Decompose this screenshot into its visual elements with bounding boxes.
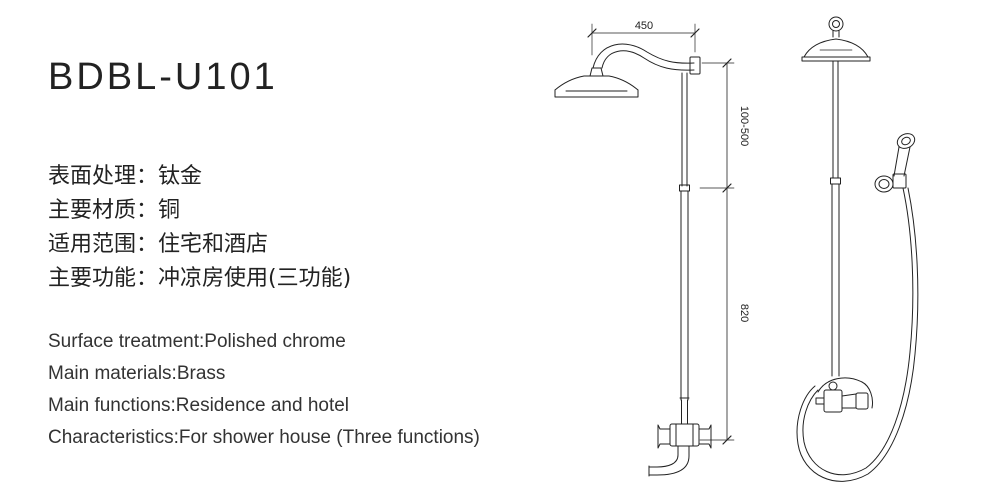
dimension-riser-height [699,187,735,445]
spec-value: Brass [176,363,226,384]
side-riser [830,60,841,377]
side-hand-shower [892,133,916,189]
front-spout [648,445,690,477]
side-shower-head [801,38,871,62]
specs-chinese: 表面处理：钛金 主要材质：铜 适用范围：住宅和酒店 主要功能：冲凉房使用(三功能… [48,160,351,296]
side-top-mount [828,16,844,38]
front-shower-head [554,67,639,98]
model-number: BDBL-U101 [48,56,278,98]
spec-label: 主要功能： [48,266,159,291]
spec-row-characteristics-en: Characteristics:For shower house (Three … [48,422,480,454]
spec-row-function-cn: 主要功能：冲凉房使用(三功能) [48,262,351,296]
spec-value: Polished chrome [204,331,346,352]
side-mixer-valve [815,377,873,413]
spec-label: Main functions: [48,395,176,416]
spec-label: 主要材质： [48,198,159,223]
front-riser-sleeve [679,184,690,192]
spec-value: 冲凉房使用(三功能) [158,266,352,291]
spec-label: Main materials: [48,363,177,384]
spec-label: 适用范围： [48,232,159,257]
spec-label: Surface treatment: [48,331,205,352]
front-riser-lower [679,190,690,425]
spec-row-material-cn: 主要材质：铜 [48,194,351,228]
spec-label: 表面处理： [48,164,159,189]
spec-row-material-en: Main materials:Brass [48,358,480,390]
front-view-drawing [554,43,712,477]
dimension-arm-width [587,23,700,56]
front-top-connector [689,56,701,75]
specs-english: Surface treatment:Polished chrome Main m… [48,326,480,454]
dimension-label-riser-height: 820 [738,304,750,322]
side-holder-bracket [874,175,894,193]
spec-row-usage-cn: 适用范围：住宅和酒店 [48,228,351,262]
front-shower-arm [592,43,695,71]
spec-value: Residence and hotel [175,395,350,416]
dimension-label-arm-width: 450 [635,20,653,32]
spec-row-surface-en: Surface treatment:Polished chrome [48,326,480,358]
side-hose [796,187,919,482]
spec-value: 铜 [158,198,181,223]
side-view-drawing [796,16,919,482]
spec-value: For shower house (Three functions) [178,427,480,448]
spec-row-surface-cn: 表面处理：钛金 [48,160,351,194]
dimension-label-head-drop: 100-500 [738,106,750,146]
spec-value: 钛金 [158,164,203,189]
spec-value: 住宅和酒店 [158,232,269,257]
spec-label: Characteristics: [48,427,179,448]
spec-row-function-en: Main functions:Residence and hotel [48,390,480,422]
front-riser-upper [681,72,688,187]
front-mixer-valve [657,423,712,449]
dimension-head-drop [699,58,735,193]
